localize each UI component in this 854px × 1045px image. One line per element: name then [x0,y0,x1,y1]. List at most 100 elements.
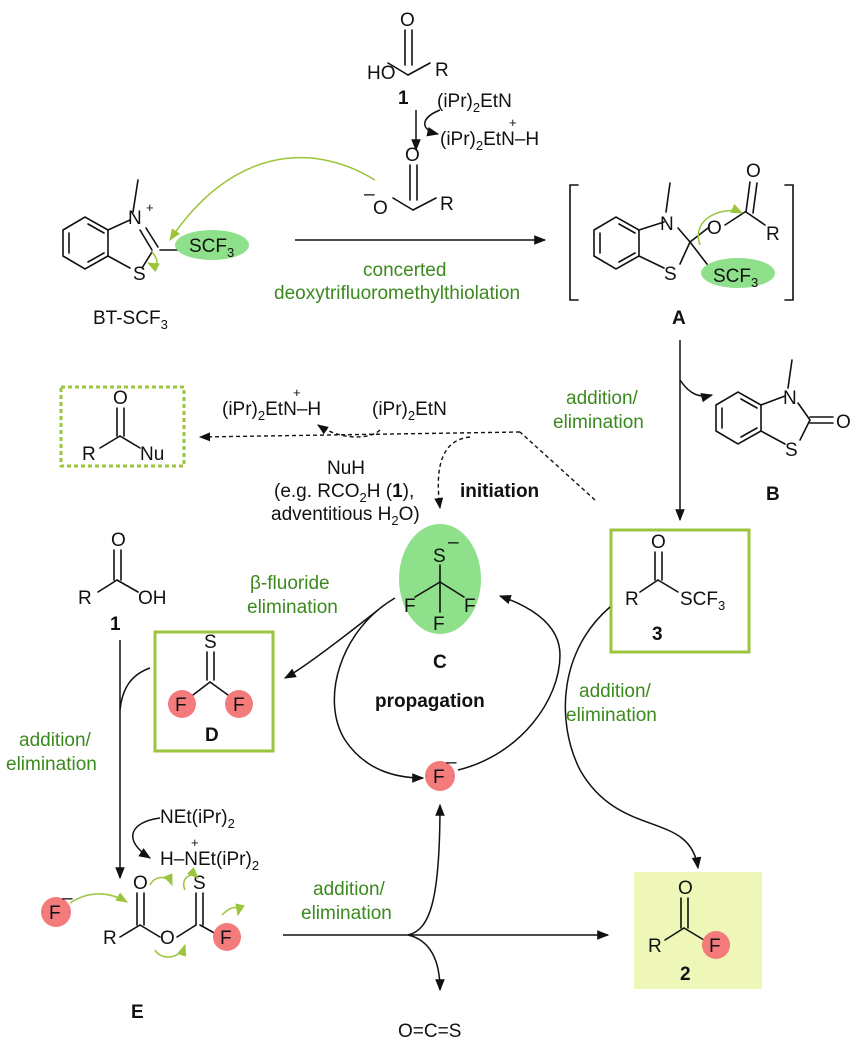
svg-text:O: O [160,928,175,949]
base-top-protonated: (iPr)2EtN–H [440,129,539,153]
concerted-label-2: deoxytrifluoromethylthiolation [274,283,520,304]
mid-base: (iPr)2EtN [372,399,447,423]
cycle-left-arc [333,597,425,783]
svg-text:F: F [433,614,445,635]
cycle-right-arc [457,595,561,771]
svg-text:N: N [128,208,142,229]
propagation-label: propagation [375,691,485,712]
svg-text:SCF3: SCF3 [680,589,725,613]
svg-text:O: O [707,218,722,239]
fluoride: F – [425,752,457,791]
net-base: NEt(iPr)2 [160,807,235,831]
svg-text:O: O [678,878,693,899]
add-elim-bottom-1: addition/ [313,879,386,900]
svg-text:S: S [133,264,146,285]
nuh-example: (e.g. RCO2H (1), [274,481,414,505]
scf3-highlight [175,230,249,260]
acid-top-ho: HO [367,63,396,84]
svg-text:F: F [175,695,187,716]
svg-text:O: O [746,161,761,182]
ocs-release-arrow [407,934,445,992]
svg-text:R: R [82,444,96,465]
beta-label-2: elimination [247,597,338,618]
svg-text:R: R [78,588,92,609]
svg-text:+: + [509,115,517,130]
add-elim-left-2: elimination [6,754,97,775]
svg-text:O: O [405,145,420,166]
acid-top-r: R [435,60,449,81]
b-label: B [766,484,780,505]
svg-text:N: N [783,388,797,409]
svg-text:+: + [146,200,154,215]
attack-arrow [169,156,376,241]
acid-top-carbonyl-o: O [400,10,415,31]
svg-text:–: – [446,752,457,773]
acid-left: O R OH 1 [78,530,167,635]
svg-text:F: F [433,767,445,788]
svg-text:O: O [836,412,851,433]
svg-text:–: – [62,888,73,909]
svg-text:+: + [293,385,301,400]
svg-text:S: S [785,440,798,461]
base-top: (iPr)2EtN [437,91,512,115]
compound-3-label: 3 [652,624,663,645]
svg-text:R: R [440,194,454,215]
fluoride-release-arrow [407,803,445,936]
bt-scf3-label: SCF3 [189,236,234,260]
svg-text:S: S [433,546,446,567]
a-label: A [672,308,686,329]
svg-text:–: – [448,532,459,553]
add-elim-left-1: addition/ [19,730,92,751]
svg-text:O: O [113,388,128,409]
add-elim-label-1: addition/ [566,388,639,409]
concerted-label-1: concerted [363,260,446,281]
bt-scf3-name: BT-SCF3 [93,308,168,332]
initiation-label: initiation [460,481,539,502]
beta-label-1: β-fluoride [250,573,330,594]
svg-text:F: F [233,695,245,716]
svg-text:O: O [373,198,388,219]
svg-text:S: S [664,264,677,285]
carboxylate: O O – R [364,145,454,219]
amide-dashed-arrow [198,431,521,442]
product-2: O R F 2 [634,872,762,989]
intermediate-a: N S O O R SCF3 A [569,161,794,329]
compound-c: S – F F F C [399,524,481,673]
a-scf3-highlight [701,258,775,288]
svg-text:R: R [766,224,780,245]
compound-e: F – O O S F R E [41,866,245,1023]
svg-text:N: N [660,214,674,235]
compound-b: N S O B [715,359,851,505]
svg-text:F: F [404,596,416,617]
ocs-label: O=C=S [398,1021,461,1042]
add-elim-right-2: elimination [566,705,657,726]
svg-text:+: + [191,835,199,850]
bt-scf3: N + S SCF3 BT-SCF3 [62,179,249,332]
c-label: C [433,652,447,673]
add-elim-label-2: elimination [553,412,644,433]
svg-text:F: F [709,936,721,957]
svg-text:Nu: Nu [140,444,164,465]
svg-text:F: F [464,596,476,617]
svg-text:O: O [651,532,666,553]
base-curved-arrow [424,109,441,137]
svg-text:R: R [625,589,639,610]
svg-text:R: R [648,936,662,957]
svg-text:O: O [133,873,148,894]
svg-text:S: S [204,632,217,653]
d-label: D [205,725,219,746]
svg-text:F: F [220,928,232,949]
svg-text:F: F [49,903,61,924]
e-label: E [131,1002,144,1023]
product-2-label: 2 [680,964,691,985]
compound-3-box: O R SCF3 3 [609,528,751,654]
add-elim-right-1: addition/ [579,681,652,702]
svg-text:R: R [103,928,117,949]
mid-base-protonated: (iPr)2EtN–H [222,399,321,423]
svg-text:–: – [364,184,375,205]
svg-text:O: O [111,530,126,551]
net-base-protonated: H–NEt(iPr)2 [160,849,259,873]
svg-text:OH: OH [138,588,167,609]
3-to-2-arrow [564,606,702,870]
